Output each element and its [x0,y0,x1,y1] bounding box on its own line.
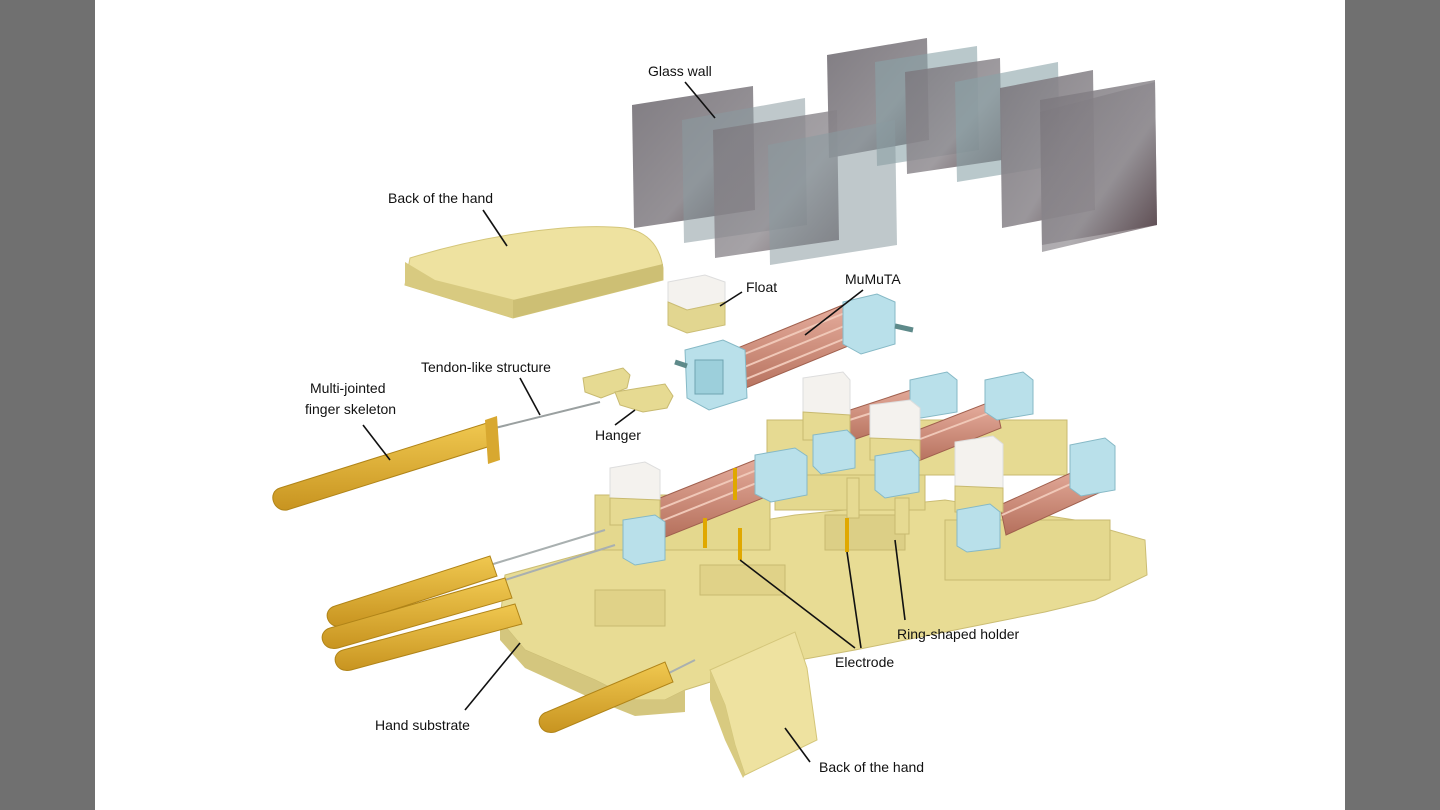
glass-panel [768,120,897,265]
actuator-unit [954,435,1116,553]
hanger-part [582,367,674,413]
leader-lines [362,81,906,763]
back-of-hand-bottom-part [709,631,818,778]
label-ring-shaped-holder: Ring-shaped holder [897,626,1020,642]
label-finger-skeleton-line1: Multi-jointed [310,380,386,396]
actuator-unit [869,371,1034,499]
mumuta-actuator [674,293,914,411]
glass-panel [1040,82,1157,252]
electrode-pins [703,468,849,560]
exploded-hand-diagram [272,38,1157,778]
label-glass-wall: Glass wall [648,63,712,79]
label-mumuta: MuMuTA [845,271,901,287]
finger-skeleton-single [272,416,500,511]
label-hand-substrate: Hand substrate [375,717,470,733]
label-back-of-hand-top: Back of the hand [388,190,494,206]
float-part [667,274,726,334]
label-hanger: Hanger [595,427,641,443]
tendon-structure [494,401,601,429]
finger-skeleton-cluster [321,555,674,733]
label-float: Float [746,279,778,295]
back-of-hand-top-part [404,226,664,319]
label-tendon-structure: Tendon-like structure [421,359,551,375]
label-back-of-hand-bottom: Back of the hand [819,759,925,775]
glass-wall-group [632,38,1157,265]
label-electrode: Electrode [835,654,895,670]
label-finger-skeleton-line2: finger skeleton [305,401,397,417]
figure-canvas: Glass wall Back of the hand Float MuMuTA… [95,0,1345,810]
actuator-unit [609,447,808,566]
